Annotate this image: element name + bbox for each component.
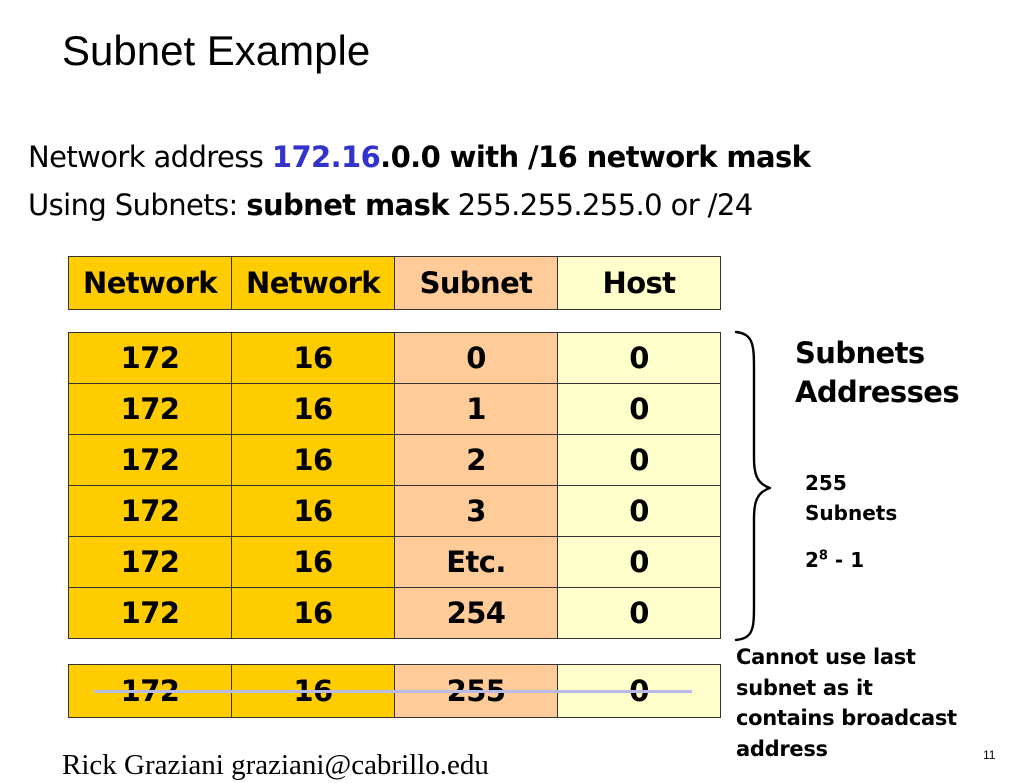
cell-host: 0 (557, 332, 721, 384)
cell-octet-1: 172 (68, 332, 232, 384)
table-row: 172 16 1 0 (68, 383, 721, 435)
cell-host: 0 (557, 587, 721, 639)
formula-rest: - 1 (827, 548, 865, 572)
cell-subnet: 3 (394, 485, 558, 537)
author-footer: Rick Graziani graziani@cabrillo.edu (62, 749, 489, 781)
table-row: 172 16 0 0 (68, 332, 721, 384)
broadcast-note: Cannot use last subnet as it contains br… (736, 642, 957, 764)
header-cell-host: Host (557, 256, 721, 310)
right-brace-icon (734, 330, 772, 642)
table-row: 172 16 254 0 (68, 587, 721, 639)
cell-octet-1: 172 (68, 587, 232, 639)
slide-title: Subnet Example (62, 27, 371, 74)
cell-octet-2: 16 (231, 536, 395, 588)
cell-octet-2: 16 (231, 332, 395, 384)
cell-octet-2: 16 (231, 485, 395, 537)
cell-subnet: 1 (394, 383, 558, 435)
strikethrough-line (94, 690, 692, 693)
cell-octet-1: 172 (68, 485, 232, 537)
cell-octet-1: 172 (68, 536, 232, 588)
subnet-mask-line: Using Subnets: subnet mask 255.255.255.0… (28, 188, 753, 223)
subnet-formula: 28 - 1 (805, 545, 864, 575)
cell-subnet: Etc. (394, 536, 558, 588)
network-portion: 172.16 (271, 140, 381, 174)
cell-octet-2: 16 (231, 434, 395, 486)
cell-octet-2: 16 (231, 587, 395, 639)
cell-octet-2: 16 (231, 383, 395, 435)
formula-exponent: 8 (818, 548, 828, 564)
page-number: 11 (983, 748, 996, 762)
network-mask-text: .0.0 with /16 network mask (380, 140, 811, 174)
network-address-prefix: Network address (28, 140, 272, 174)
cell-subnet: 0 (394, 332, 558, 384)
subnet-mask-label: subnet mask (246, 188, 449, 222)
broadcast-subnet-table: 172 16 255 0 (68, 664, 721, 718)
cell-host: 0 (557, 383, 721, 435)
note-line: Cannot use last (736, 645, 916, 669)
broadcast-row: 172 16 255 0 (68, 664, 721, 718)
subnets-label-line1: Subnets (795, 336, 925, 370)
table-row: 172 16 Etc. 0 (68, 536, 721, 588)
header-cell-network-2: Network (231, 256, 395, 310)
header-row: Network Network Subnet Host (68, 256, 721, 310)
cell-subnet: 254 (394, 587, 558, 639)
subnet-count-number: 255 (805, 471, 847, 495)
table-row: 172 16 2 0 (68, 434, 721, 486)
subnets-addresses-label: Subnets Addresses (795, 334, 960, 412)
subnet-mask-value: 255.255.255.0 or /24 (448, 188, 754, 222)
subnet-count-unit: Subnets (805, 501, 898, 525)
octet-header-table: Network Network Subnet Host (68, 256, 721, 310)
header-cell-network-1: Network (68, 256, 232, 310)
subnet-line-prefix: Using Subnets: (28, 188, 247, 222)
cell-subnet: 2 (394, 434, 558, 486)
header-cell-subnet: Subnet (394, 256, 558, 310)
cell-octet-1: 172 (68, 383, 232, 435)
subnet-count-label: 255 Subnets (805, 468, 897, 528)
subnet-address-table: 172 16 0 0 172 16 1 0 172 16 2 0 172 16 … (68, 332, 721, 639)
cell-host: 0 (557, 485, 721, 537)
note-line: contains broadcast (736, 706, 957, 730)
cell-host: 0 (557, 434, 721, 486)
formula-base: 2 (805, 548, 819, 572)
table-row: 172 16 3 0 (68, 485, 721, 537)
cell-host: 0 (557, 536, 721, 588)
note-line: subnet as it (736, 675, 873, 700)
subnets-label-line2: Addresses (795, 375, 960, 409)
note-line: address (736, 736, 828, 761)
network-address-line: Network address 172.16.0.0 with /16 netw… (28, 140, 811, 175)
cell-octet-1: 172 (68, 434, 232, 486)
